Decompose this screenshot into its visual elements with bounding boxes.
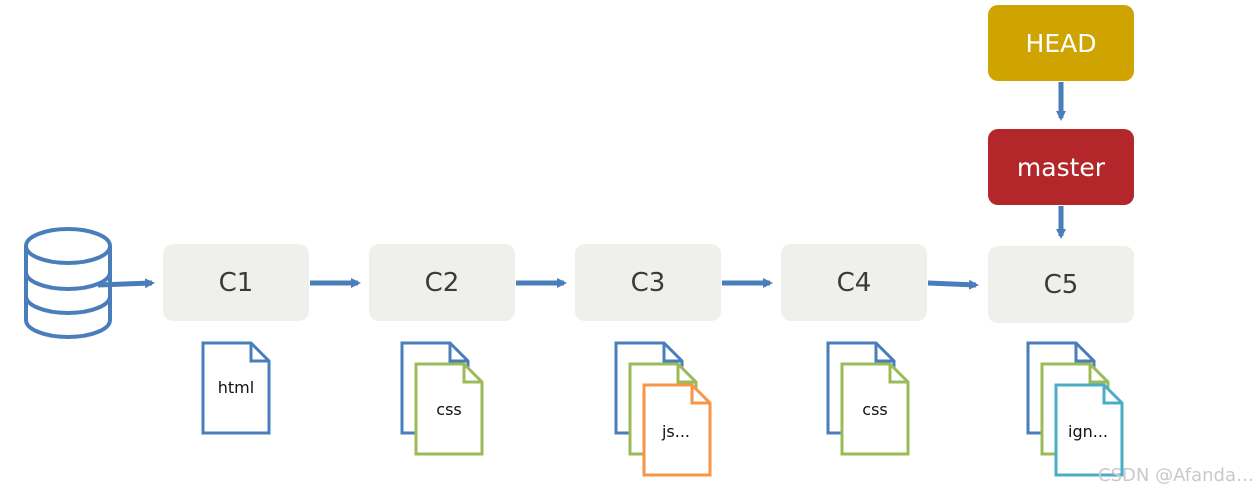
commit-c3: C3 [575, 244, 721, 321]
master-branch-ref: master [988, 129, 1134, 205]
commit-c5: C5 [988, 246, 1134, 323]
document-icon [642, 383, 712, 477]
head-ref-label: HEAD [1025, 28, 1097, 58]
document-icon [1054, 383, 1124, 477]
commit-c4-label: C4 [836, 267, 872, 298]
commit-c1: C1 [163, 244, 309, 321]
document-icon [840, 362, 910, 456]
commit-c2: C2 [369, 244, 515, 321]
master-branch-label: master [1016, 152, 1106, 182]
document-icon [201, 341, 271, 435]
file-label-ign: ign... [1068, 422, 1108, 441]
head-ref: HEAD [988, 5, 1134, 81]
document-icon [414, 362, 484, 456]
file-icons [201, 341, 1124, 477]
commit-c5-label: C5 [1043, 269, 1079, 300]
arrow-c4-to-c5 [927, 279, 979, 290]
commit-c1-label: C1 [218, 267, 254, 298]
arrow-database-to-c1 [97, 278, 155, 289]
commit-c4: C4 [781, 244, 927, 321]
file-label-js: js... [661, 422, 691, 441]
file-label-html: html [217, 378, 255, 397]
commit-c3-label: C3 [630, 267, 666, 298]
file-label-css-c4: css [862, 400, 888, 419]
commit-c2-label: C2 [424, 267, 460, 298]
watermark: CSDN @Afanda… [1098, 465, 1254, 486]
database-icon [24, 227, 112, 339]
file-label-css-c2: css [436, 400, 462, 419]
